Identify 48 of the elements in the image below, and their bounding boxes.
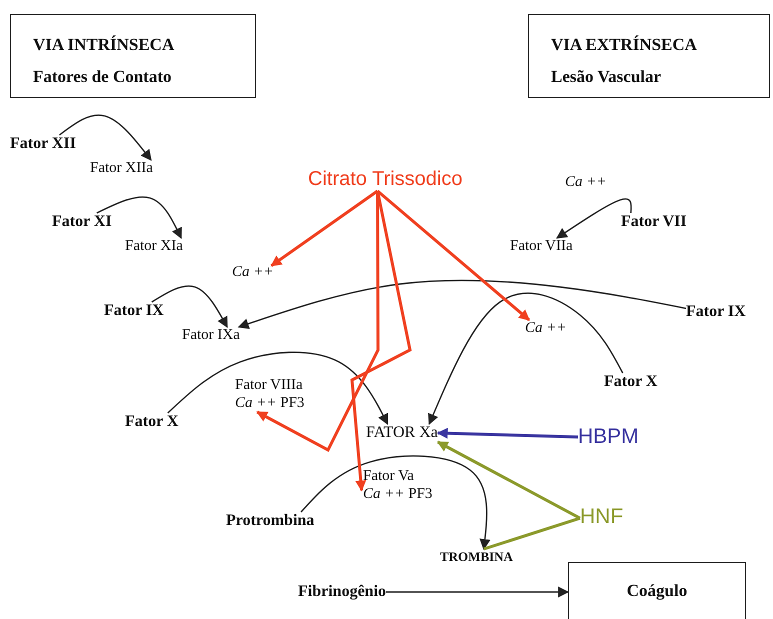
clot-label: Coágulo	[626, 580, 688, 602]
arrow	[151, 285, 228, 328]
factor-label: Fator XI	[52, 213, 112, 231]
inhibitor-label: HBPM	[578, 425, 639, 449]
pathway-subtitle: Fatores de Contato	[33, 66, 172, 88]
factor-label: Fator Va	[363, 467, 415, 485]
arrow	[96, 196, 182, 239]
arrow	[376, 190, 530, 322]
calcium-label: Ca ++	[565, 174, 606, 191]
cofactor-label: Ca ++ PF3	[235, 394, 304, 412]
pathway-title: VIA INTRÍNSECA	[33, 34, 176, 56]
factor-label: Fator XIa	[125, 238, 183, 255]
factor-label: Fator XII	[10, 135, 76, 153]
factor-label: Fator VIIa	[510, 238, 573, 255]
factor-label: Fator XIIa	[90, 160, 153, 177]
factor-label: Fator IX	[104, 302, 164, 320]
pathway-box	[568, 562, 746, 619]
pathway-box	[10, 14, 256, 98]
arrow	[436, 428, 578, 439]
factor-label: FATOR Xa	[366, 424, 438, 442]
arrow	[256, 191, 380, 452]
arrow	[238, 280, 686, 330]
factor-label: Fator VIIIa	[235, 376, 304, 394]
arrow	[59, 114, 152, 161]
factor-label: Protrombina	[226, 512, 314, 530]
arrow	[270, 190, 378, 267]
arrow	[556, 198, 632, 239]
arrow	[436, 440, 581, 520]
factor-label: Fibrinogênio	[298, 583, 386, 601]
factor-label: Fator IX	[686, 303, 746, 321]
pathway-box	[528, 14, 770, 98]
arrow	[386, 586, 570, 598]
calcium-label: Ca ++	[525, 320, 566, 337]
factor-label: Fator VII	[621, 213, 687, 231]
factor-label: Fator IXa	[182, 327, 240, 344]
calcium-label: Ca ++	[232, 264, 274, 281]
arrow	[167, 352, 388, 425]
cofactor-label: Ca ++ PF3	[363, 485, 432, 503]
inhibitor-label: Citrato Trissodico	[308, 168, 462, 191]
pathway-subtitle: Lesão Vascular	[551, 66, 662, 88]
factor-label: TROMBINA	[440, 549, 513, 565]
arrow	[428, 292, 624, 425]
arrow	[300, 455, 490, 550]
factor-label: Fator X	[604, 373, 658, 391]
inhibitor-label: HNF	[580, 505, 624, 529]
factor-label: Fator X	[125, 413, 178, 431]
pathway-title: VIA EXTRÍNSECA	[551, 34, 698, 56]
arrow	[350, 190, 412, 492]
